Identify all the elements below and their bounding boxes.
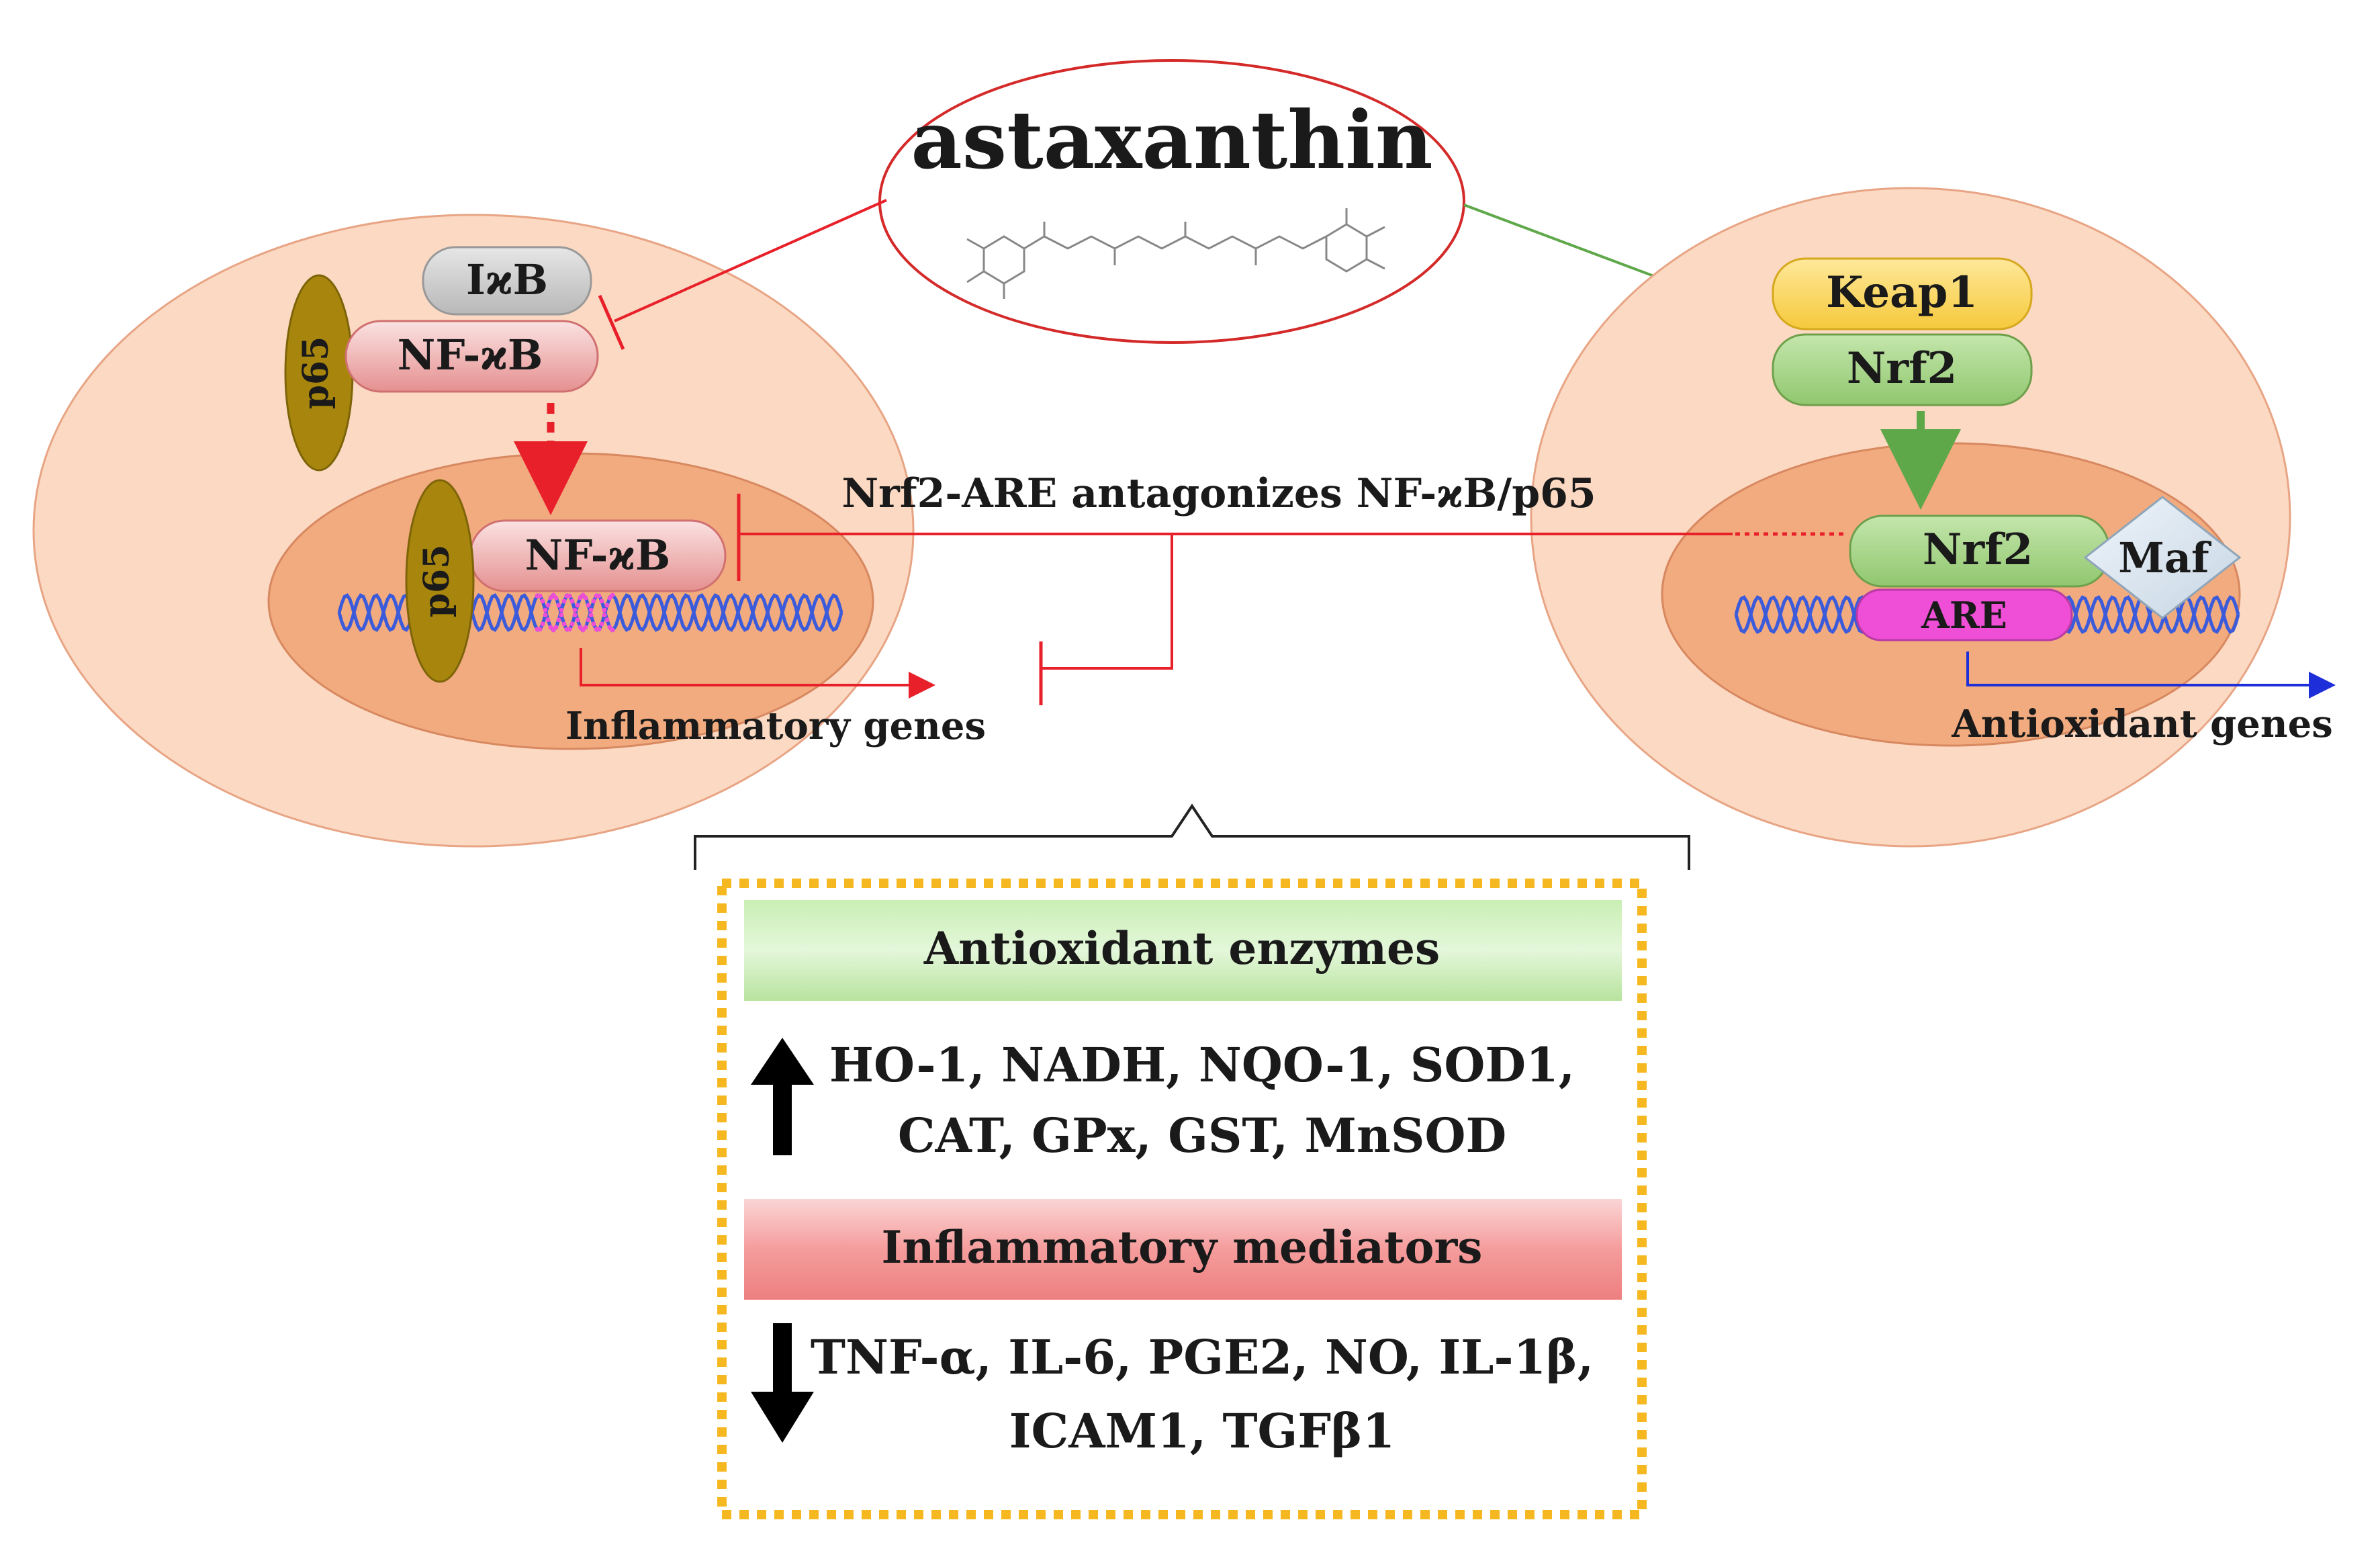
- dna-highlight-segment: [543, 607, 548, 613]
- astaxanthin-inhibits-ikb-bar: [598, 294, 625, 351]
- dna-highlight-segment: [599, 621, 604, 627]
- ikb-label: IϰB: [466, 255, 548, 304]
- inflammatory-header: Inflammatory mediators: [882, 1221, 1483, 1273]
- antioxidant-genes-arrow: [1966, 652, 2336, 699]
- astaxanthin-title: astaxanthin: [911, 93, 1432, 187]
- down-arrow-icon: [751, 1323, 814, 1443]
- dna-highlight-segment: [610, 627, 615, 633]
- are-shape: [1856, 588, 2073, 641]
- dna-highlight-segment: [553, 595, 559, 600]
- summary-brace: [694, 803, 1690, 870]
- maf-shape: [2083, 496, 2242, 619]
- dna-highlight-segment: [583, 595, 588, 600]
- dna-highlight-segment: [586, 617, 591, 623]
- dna-highlight-segment: [604, 602, 610, 608]
- dna-highlight-segment: [561, 598, 567, 604]
- ikb-shape: [422, 246, 592, 316]
- dna-highlight-segment: [586, 602, 591, 608]
- nfkb-nucleus-label: NF-ϰB: [525, 531, 671, 580]
- dna-highlight-segment: [537, 593, 543, 598]
- dna-highlight-segment: [553, 625, 559, 630]
- dna-highlight-segment: [545, 617, 551, 623]
- dna-highlight-segment: [588, 613, 594, 618]
- inflammatory-genes-arrow: [580, 648, 935, 699]
- antioxidant-header-band: [744, 900, 1622, 1001]
- inflammatory-mediators-line2: ICAM1, TGFβ1: [1009, 1403, 1395, 1459]
- astaxanthin-inhibits-ikb: [614, 199, 887, 322]
- dna-highlight-segment: [591, 598, 596, 604]
- dna-highlight-segment: [596, 627, 602, 632]
- dna-highlight-segment: [540, 598, 545, 604]
- dna-highlight-segment: [575, 602, 580, 608]
- inflammatory-genes-label: Inflammatory genes: [565, 704, 986, 748]
- dna-highlight-segment: [540, 621, 545, 627]
- dna-highlight-segment: [602, 607, 607, 613]
- dna-highlight-segment: [545, 602, 551, 608]
- dna-highlight-segment: [556, 602, 561, 608]
- dna-highlight-segment: [596, 593, 602, 598]
- antagonism-label: Nrf2-ARE antagonizes NF-ϰB/p65: [841, 470, 1596, 517]
- dna-highlight-segment: [569, 598, 575, 604]
- keap1-shape: [1772, 257, 2033, 330]
- keap1-label: Keap1: [1826, 267, 1978, 318]
- nrf2-nucleus-label: Nrf2: [1923, 525, 2033, 575]
- nrf2-cytoplasm-shape: [1772, 333, 2033, 406]
- dna-highlight-segment: [561, 621, 567, 627]
- antagonism-to-genes-line: [1041, 534, 1173, 670]
- antioxidant-header: Antioxidant enzymes: [923, 922, 1440, 975]
- maf-label: Maf: [2118, 533, 2211, 582]
- up-arrow-icon: [751, 1038, 814, 1155]
- dna-highlight-segment: [543, 613, 548, 618]
- nfkb-cytoplasm-shape: [345, 320, 599, 393]
- dna-highlight-segment: [575, 617, 580, 623]
- dna-highlight-segment: [610, 592, 615, 598]
- dna-highlight-segment: [591, 621, 596, 627]
- dna-highlight-segment: [583, 625, 588, 630]
- dna-highlight-segment: [602, 613, 607, 618]
- inflammatory-mediators-line1: TNF-α, IL-6, PGE2, NO, IL-1β,: [811, 1329, 1594, 1385]
- dna-highlight-segment: [599, 598, 604, 604]
- p65-nucleus-shape: [405, 479, 475, 683]
- p65-cytoplasm-label: p65: [295, 337, 336, 410]
- p65-nucleus-label: p65: [416, 545, 457, 618]
- astaxanthin-bubble: [878, 59, 1465, 344]
- dna-highlight-segment: [572, 613, 578, 618]
- dna-highlight-segment: [567, 593, 572, 598]
- inflammatory-header-band: [744, 1199, 1622, 1300]
- dna-highlight-segment: [567, 627, 572, 632]
- are-label: ARE: [1921, 594, 2007, 637]
- dna-highlight-segment: [604, 617, 610, 623]
- dna-highlight-segment: [537, 627, 543, 632]
- antioxidant-enzymes-line2: CAT, GPx, GST, MnSOD: [898, 1108, 1506, 1163]
- dna-highlight-segment: [559, 607, 564, 613]
- antioxidant-enzymes-line1: HO-1, NADH, NQO-1, SOD1,: [829, 1037, 1575, 1093]
- astaxanthin-structure: [966, 208, 1385, 299]
- dna-highlight-segment: [588, 607, 594, 613]
- nfkb-cytoplasm-label: NF-ϰB: [398, 330, 543, 379]
- dna-highlight-segment: [559, 613, 564, 618]
- nrf2-cytoplasm-label: Nrf2: [1847, 343, 1957, 394]
- antioxidant-genes-label: Antioxidant genes: [1951, 702, 2333, 746]
- dna-highlight-segment: [569, 621, 575, 627]
- dna-highlight-segment: [556, 617, 561, 623]
- dna-highlight-segment: [572, 607, 578, 613]
